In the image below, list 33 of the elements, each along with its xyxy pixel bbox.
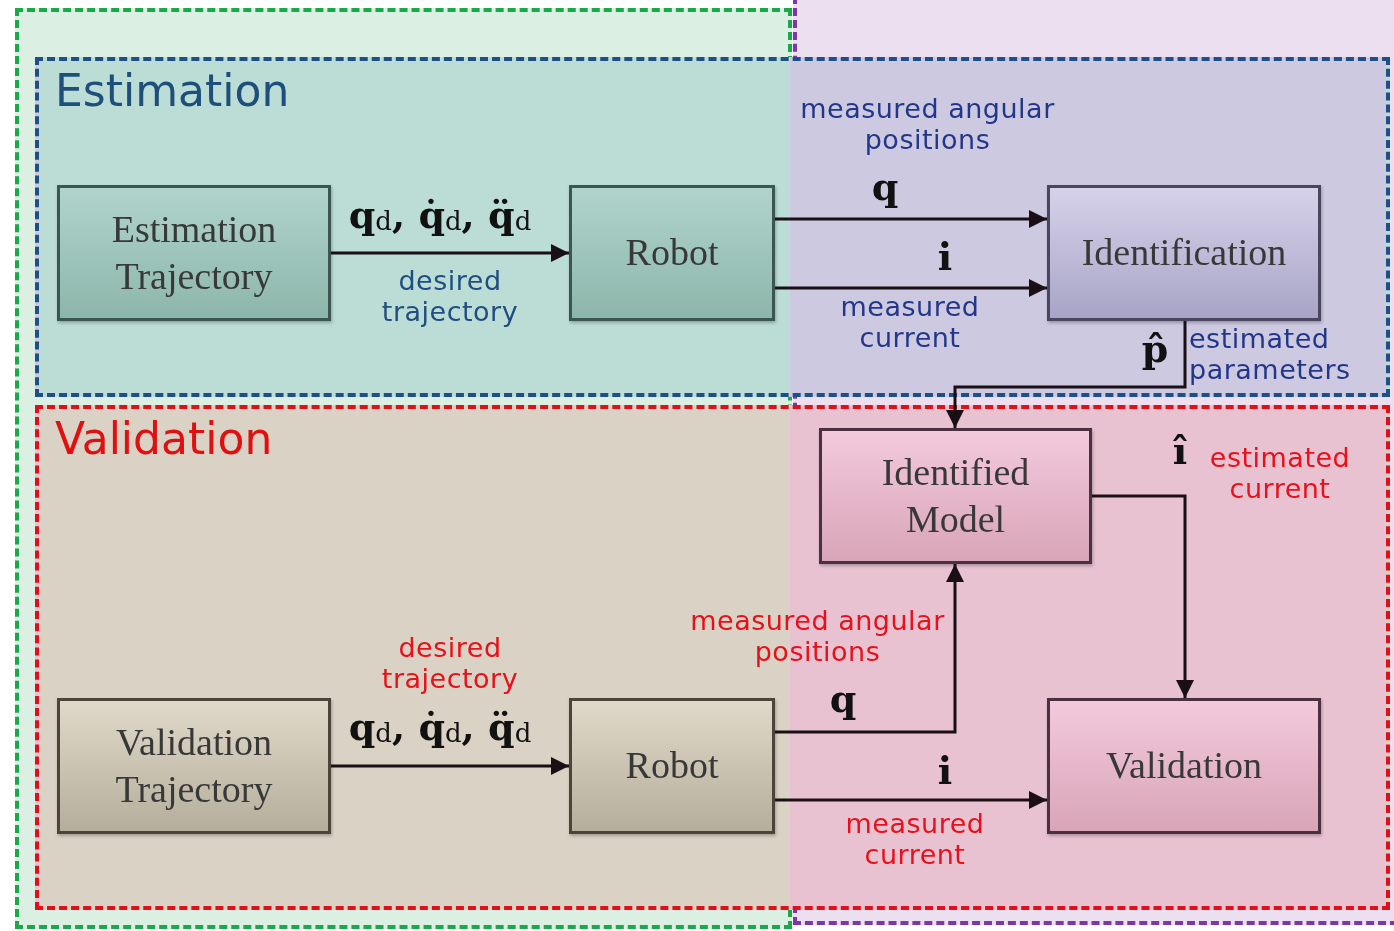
arrow xyxy=(775,791,1047,809)
signal-label: measured angular positions xyxy=(800,93,1055,156)
process-box: Validation xyxy=(1047,698,1321,834)
dashed-region xyxy=(35,405,1390,910)
arrow xyxy=(775,564,964,734)
signal-label: desired trajectory xyxy=(380,265,520,328)
edge-label: p̂ xyxy=(1140,330,1170,368)
region-heading: Estimation xyxy=(55,65,290,116)
edge-label: i xyxy=(936,238,954,276)
signal-label: estimated current xyxy=(1208,442,1352,505)
signal-label: measured current xyxy=(839,291,981,354)
process-box: Robot xyxy=(569,698,775,834)
edge-label: î xyxy=(1171,432,1189,470)
edge-label: q xyxy=(828,680,858,718)
signal-label: estimated parameters xyxy=(1189,323,1352,386)
arrow xyxy=(775,210,1047,228)
region-heading: Validation xyxy=(55,413,273,464)
edge-label: q xyxy=(870,168,900,206)
arrow xyxy=(331,757,569,775)
process-box: Validation Trajectory xyxy=(57,698,331,834)
dashed-region xyxy=(35,57,1390,397)
process-box: Robot xyxy=(569,185,775,321)
edge-label: i xyxy=(936,752,954,790)
process-box: Identified Model xyxy=(819,428,1092,564)
signal-label: desired trajectory xyxy=(380,632,520,695)
arrow xyxy=(946,321,1187,428)
process-box: Identification xyxy=(1047,185,1321,321)
signal-label: measured current xyxy=(844,808,986,871)
arrow xyxy=(775,279,1047,297)
signal-label: measured angular positions xyxy=(690,605,945,668)
arrow xyxy=(331,244,569,262)
arrow xyxy=(1092,494,1194,698)
process-box: Estimation Trajectory xyxy=(57,185,331,321)
